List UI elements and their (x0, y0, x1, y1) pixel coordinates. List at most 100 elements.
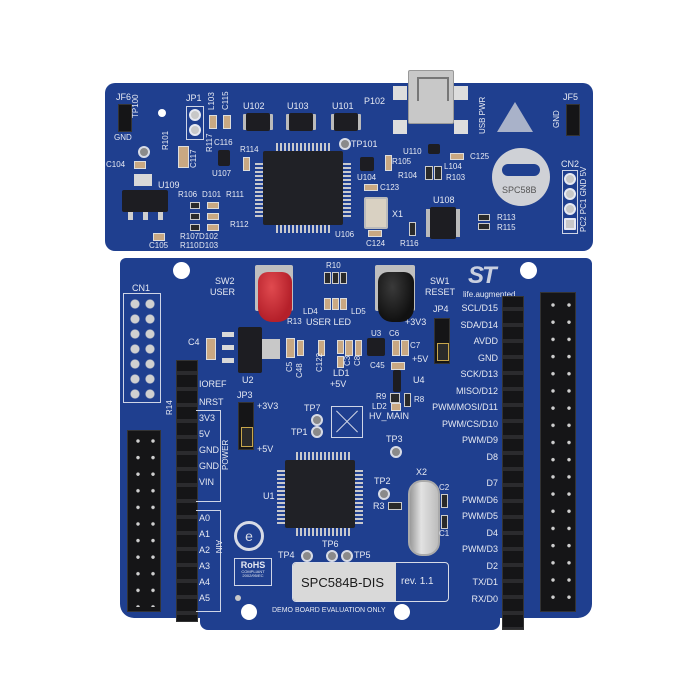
pin-label: 3V3 (199, 413, 216, 423)
u1-pins-top (296, 452, 352, 460)
jf5-gnd-label: GND (552, 110, 561, 128)
u107-label: U107 (212, 169, 232, 178)
u109-tab (134, 174, 152, 186)
ld2-led (391, 403, 401, 411)
u106-pins-bottom (276, 225, 332, 233)
tp2-testpoint (378, 488, 390, 500)
jp4-label: JP4 (433, 304, 449, 314)
c122-label: C122 (315, 352, 324, 372)
r113-resistor (478, 214, 490, 221)
u104-label: U104 (357, 173, 377, 182)
usb-pad (393, 86, 407, 100)
u106-pins-right (343, 163, 351, 219)
sw1-label: SW1 (430, 276, 450, 286)
usb-mini-connector[interactable] (408, 70, 454, 124)
pin-label: D2 (486, 560, 498, 571)
tp4-label: TP4 (278, 550, 295, 560)
power-header-connector[interactable] (176, 360, 198, 622)
esd-warning-icon (497, 102, 533, 132)
tp101-testpoint (339, 138, 351, 150)
u110-label: U110 (403, 147, 422, 156)
l103-label: L103 (207, 92, 216, 110)
r13-label: R13 (287, 317, 302, 326)
jp3-5v-label: +5V (257, 444, 274, 454)
jp1-jumper[interactable] (186, 106, 204, 140)
x2-label: X2 (416, 467, 428, 477)
rohs-badge: RoHS COMPLIANT 2002/95/EC (234, 558, 272, 586)
c3-label: C3 (343, 355, 352, 366)
u2-legs (222, 332, 234, 366)
c105-label: C105 (149, 241, 169, 250)
user-button[interactable] (258, 272, 292, 322)
pin-label: A4 (199, 577, 211, 587)
x1-label: X1 (392, 209, 404, 219)
pcb-bottom-tab (200, 610, 500, 630)
jf6-label: JF6 (116, 92, 132, 102)
x2-crystal (408, 480, 440, 556)
u1-microcontroller (285, 460, 355, 528)
reset-button[interactable] (378, 272, 414, 322)
p102-label: P102 (364, 96, 386, 106)
r117-label: R117 (205, 133, 214, 152)
jp4-jumper[interactable] (434, 318, 450, 364)
pin-label: VIN (199, 477, 215, 487)
power-header-labels: IOREF NRST 3V3 5V GND GND VIN (199, 380, 227, 494)
jf6-jumper[interactable] (118, 104, 132, 132)
c117-capacitor (178, 146, 189, 168)
morpho-header-left[interactable] (127, 430, 161, 612)
r104-resistor (425, 166, 433, 180)
demo-board-notice: DEMO BOARD EVALUATION ONLY (272, 607, 386, 614)
user-led-label: USER LED (306, 317, 352, 327)
r114-label: R114 (240, 145, 259, 154)
ld3-led (332, 298, 339, 310)
plus5v-label: +5V (412, 354, 429, 364)
u1-pins-left (277, 470, 285, 526)
pin-label: PWM/D5 (462, 511, 498, 521)
tp1-label: TP1 (291, 427, 308, 437)
u109-regulator (122, 190, 168, 212)
pin-label: TX/D1 (472, 577, 498, 587)
hv-main-label: HV_MAIN (369, 411, 410, 421)
c48-capacitor (297, 340, 304, 356)
c123-capacitor (364, 184, 378, 191)
tp1-testpoint (311, 426, 323, 438)
u104-chip (360, 157, 374, 171)
morpho-header-right[interactable] (540, 292, 576, 612)
analog-header-labels: A0 A1 A2 A3 A4 A5 (199, 514, 210, 610)
ld1-5v-label: +5V (330, 379, 347, 389)
pin-label: A2 (199, 545, 211, 555)
c7-capacitor (401, 340, 409, 356)
u106-pins-top (276, 143, 332, 151)
cn1-connector[interactable] (123, 293, 161, 403)
jf5-jumper[interactable] (566, 104, 580, 136)
jp3-jumper[interactable] (238, 402, 254, 450)
l104-label: L104 (444, 162, 462, 171)
r113-label: R113 (497, 213, 516, 222)
d101-led (207, 202, 219, 209)
c6-label: C6 (389, 329, 400, 338)
u1-pins-bottom (296, 528, 352, 536)
tp100-label: TP100 (131, 94, 140, 118)
digital-header-labels: SCL/D15 SDA/D14 AVDD GND SCK/D13 MISO/D1… (430, 304, 498, 611)
r116-label: R116 (400, 239, 419, 248)
pin-label: A0 (199, 513, 211, 523)
r107-resistor (190, 213, 200, 220)
digital-header-connector[interactable] (502, 296, 524, 630)
usb-pad (454, 120, 468, 134)
r12-resistor (340, 272, 347, 284)
revision-label: rev. 1.1 (401, 576, 434, 587)
c45-capacitor (391, 362, 405, 370)
r103-label: R103 (446, 173, 466, 182)
r10-label: R10 (326, 261, 341, 270)
c105-capacitor (153, 233, 165, 241)
cn2-connector[interactable] (562, 170, 578, 234)
c104-label: C104 (106, 160, 126, 169)
model-name: SPC584B-DIS (301, 575, 385, 590)
mounting-hole (394, 604, 410, 620)
cn1-label: CN1 (132, 283, 151, 293)
c8-label: C8 (353, 355, 362, 366)
pin-label: D7 (486, 478, 498, 488)
tp5-label: TP5 (354, 550, 371, 560)
u106-label: U106 (335, 230, 355, 239)
r110-resistor (190, 224, 200, 231)
